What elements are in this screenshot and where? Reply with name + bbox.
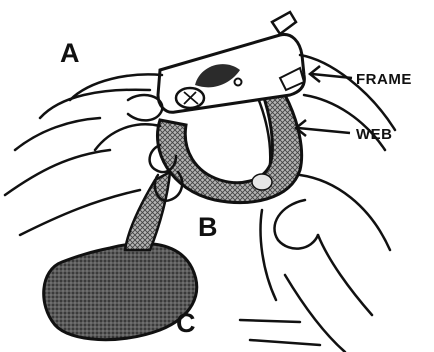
frame-callout-arrow [310,66,352,82]
label-frame: FRAME [356,71,412,88]
weight-bag-c [44,243,197,339]
label-web: WEB [356,126,393,143]
strap-b [125,172,170,250]
label-b: B [198,212,218,242]
web-callout-arrow [296,120,350,136]
frame [158,12,304,112]
label-a: A [60,38,80,68]
label-c: C [176,308,196,338]
